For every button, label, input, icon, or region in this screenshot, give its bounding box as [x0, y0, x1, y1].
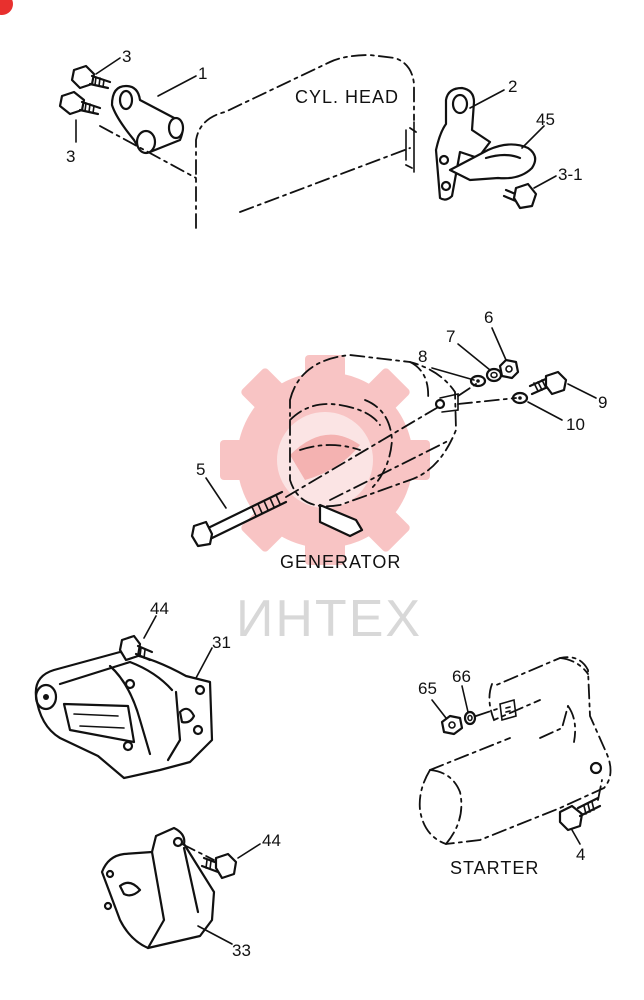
- washer-8: [469, 374, 487, 388]
- nut-6: [498, 358, 520, 380]
- bolt-3-top: [70, 64, 112, 90]
- generator-leaders: [205, 327, 597, 509]
- part-5-label: 5: [196, 460, 205, 479]
- bracket-33: [100, 826, 216, 950]
- part-9-label: 9: [598, 393, 607, 412]
- corner-badge: [0, 0, 13, 15]
- part-33-label: 33: [232, 941, 251, 960]
- starter-body: [418, 656, 612, 845]
- part-10-label: 10: [566, 415, 585, 434]
- watermark-gear-inner: [277, 412, 373, 508]
- bolt-44-upper: [118, 634, 154, 662]
- generator-label: GENERATOR: [280, 552, 401, 572]
- clamp-45: [448, 143, 537, 182]
- part-31-label: 31: [212, 633, 231, 652]
- bolt-3-bottom: [58, 90, 102, 116]
- cylinder-head-outline: [195, 54, 415, 229]
- bolt-3-1: [502, 182, 538, 210]
- part-45-label: 45: [536, 110, 555, 129]
- bracket-33-leaders: [197, 843, 261, 945]
- bolt-4: [558, 779, 603, 832]
- bracket-2: [405, 86, 492, 201]
- part-3-1-label: 3-1: [558, 165, 583, 184]
- part-44-upper-label: 44: [150, 599, 169, 618]
- top-leaders: [75, 57, 557, 189]
- nut-65: [440, 714, 464, 736]
- bolt-9: [457, 370, 568, 405]
- through-bolt-5: [190, 405, 441, 548]
- watermark-text: ИНТЕХ: [236, 590, 422, 648]
- part-6-label: 6: [484, 308, 493, 327]
- lock-washer-7: [485, 367, 503, 383]
- bolt-44-lower: [200, 852, 238, 880]
- starter-leaders: [431, 685, 581, 845]
- part-1-label: 1: [198, 64, 207, 83]
- part-4-label: 4: [576, 845, 585, 864]
- part-65-label: 65: [418, 679, 437, 698]
- part-7-label: 7: [446, 327, 455, 346]
- bracket-31: [34, 650, 214, 780]
- part-8-label: 8: [418, 347, 427, 366]
- part-3-bottom-label: 3: [66, 147, 75, 166]
- bracket-31-leaders: [143, 615, 213, 679]
- bracket-1: [99, 84, 197, 179]
- part-66-label: 66: [452, 667, 471, 686]
- generator-body: [289, 354, 459, 538]
- lock-washer-66: [463, 707, 501, 726]
- cyl-head-label: CYL. HEAD: [295, 87, 399, 107]
- part-44-lower-label: 44: [262, 831, 281, 850]
- part-2-label: 2: [508, 77, 517, 96]
- part-3-top-label: 3: [122, 47, 131, 66]
- starter-label: STARTER: [450, 858, 539, 878]
